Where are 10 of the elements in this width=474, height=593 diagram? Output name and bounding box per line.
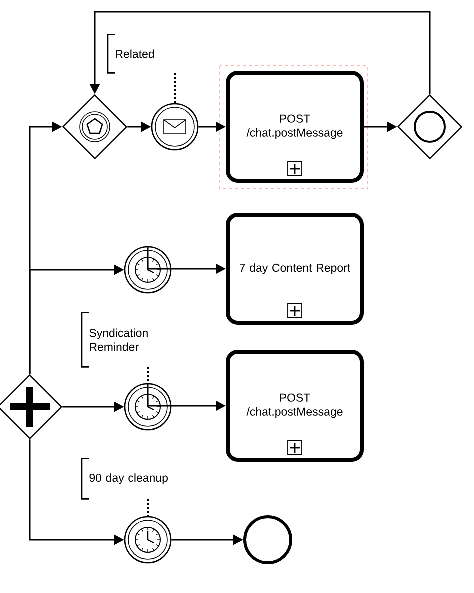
task-box: POST /chat.postMessage: [226, 71, 364, 183]
leader-line: [147, 367, 149, 384]
task-box: 7 day Content Report: [226, 213, 364, 325]
end-event-circle: [244, 516, 292, 564]
leader-line: [174, 73, 176, 104]
task-box: POST /chat.postMessage: [226, 350, 364, 462]
annotation: Syndication Reminder: [81, 312, 148, 368]
annotation: 90 day cleanup: [81, 458, 168, 500]
annotation: Related: [107, 34, 154, 74]
leader-line: [147, 499, 149, 516]
